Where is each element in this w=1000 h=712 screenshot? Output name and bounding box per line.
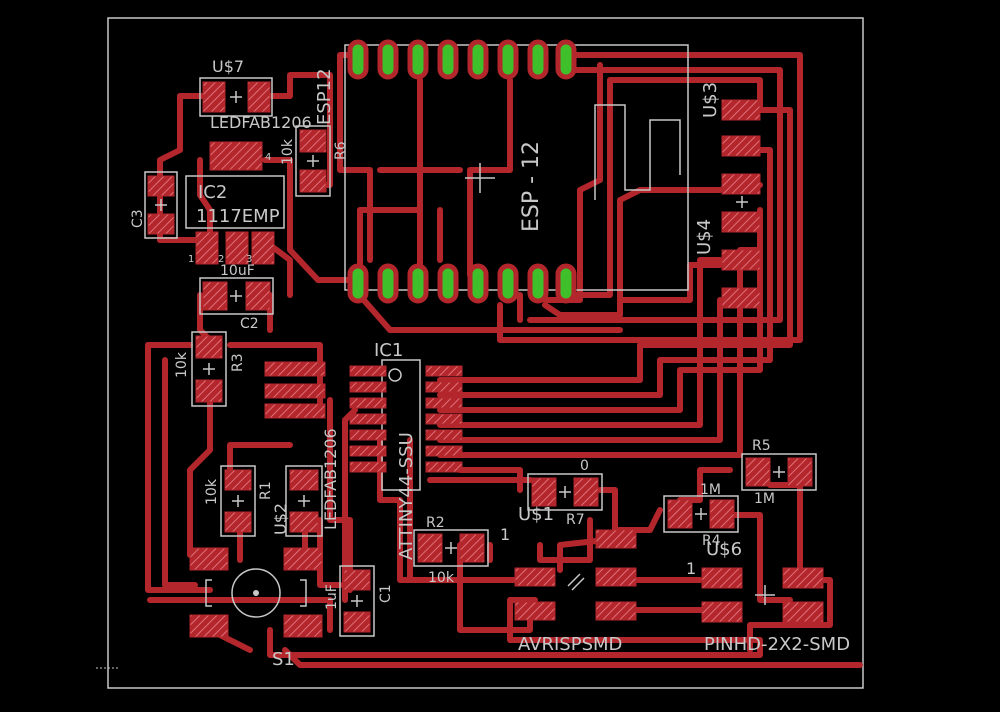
r1-resistor: 10k R1	[204, 465, 274, 537]
board-outline	[107, 17, 864, 689]
esp-label: ESP - 12	[519, 141, 544, 232]
r3-label: R3	[230, 353, 246, 372]
s1-switch: S1	[189, 547, 323, 670]
ic1-name: IC1	[374, 340, 403, 361]
u7-label: U$7	[212, 57, 244, 76]
c1-label: C1	[378, 584, 394, 603]
r1-value: 10k	[204, 478, 220, 505]
r7-value: 0	[580, 458, 589, 474]
ledfab-mid-label: LEDFAB1206	[321, 428, 340, 530]
ic2-pin2: 2	[218, 254, 224, 265]
ic2-pin4: 4	[265, 152, 271, 163]
u6-pin1: 1	[686, 559, 696, 578]
ic2-pin1: 1	[188, 254, 194, 265]
c2-capacitor: 10uF C2	[199, 263, 274, 332]
avrisp-label: AVRISPSMD	[518, 634, 622, 655]
r5-resistor: R5 1M	[741, 438, 817, 507]
r2-value: 10k	[428, 570, 455, 586]
r4-resistor: 1M R4	[663, 482, 739, 549]
r7-resistor: 0 R7	[527, 458, 603, 528]
esp12-partial-label: ESP12	[314, 68, 335, 125]
r5-value: 1M	[754, 491, 775, 507]
r5-label: R5	[752, 438, 771, 454]
r2-resistor: R2 10k	[413, 515, 489, 586]
ic2-regulator: IC2 1117EMP 1 2 3 4	[185, 141, 285, 265]
r3-resistor: 10k R3	[174, 331, 246, 407]
u1-label: U$1	[518, 504, 554, 525]
u6-label: U$6	[706, 539, 742, 560]
u2-label: U$2	[271, 503, 290, 535]
esp12-pins-bottom	[347, 263, 577, 304]
ic2-value: 1117EMP	[196, 206, 280, 227]
u1-pin1: 1	[500, 525, 510, 544]
pinhd-label: PINHD-2X2-SMD	[704, 634, 850, 655]
u2-led: U$2 LEDFAB1206	[271, 428, 340, 537]
r6-value: 10k	[280, 138, 296, 165]
c2-value: 10uF	[220, 263, 255, 279]
c3-label: C3	[130, 209, 146, 228]
u3-label: U$3	[700, 82, 721, 118]
r2-label: R2	[426, 515, 445, 531]
r3-value: 10k	[174, 351, 190, 378]
u1-avrisp-header: U$1 1 AVRISPSMD	[500, 504, 637, 655]
ic2-name: IC2	[198, 182, 227, 203]
u4-label: U$4	[694, 219, 715, 255]
ledfab-top-label: LEDFAB1206	[210, 113, 312, 132]
ic1-attiny44: IC1 ATTINY44-SSU	[349, 340, 463, 560]
c1-value: 1uF	[324, 584, 340, 610]
r4-value: 1M	[700, 482, 721, 498]
ic1-value: ATTINY44-SSU	[396, 432, 417, 560]
c3-capacitor: C3	[130, 171, 178, 239]
c1-capacitor: 1uF C1	[324, 565, 394, 637]
r6-label: R6	[333, 141, 349, 160]
r1-label: R1	[258, 481, 274, 500]
u7-led: U$7 LEDFAB1206	[199, 57, 312, 132]
ic2-pin3: 3	[246, 254, 252, 265]
r6-resistor: 10k R6 ESP12	[280, 68, 349, 197]
r7-label: R7	[566, 512, 585, 528]
u6-pinhd-header: U$6 1 PINHD-2X2-SMD	[686, 539, 850, 655]
c2-label: C2	[240, 316, 259, 332]
r4-label: R4	[702, 533, 721, 549]
s1-label: S1	[272, 649, 295, 670]
u3-u4-pads: U$3 U$4	[694, 82, 761, 309]
esp12-pins-top	[347, 39, 577, 80]
smd-pad-row-left	[264, 361, 326, 419]
